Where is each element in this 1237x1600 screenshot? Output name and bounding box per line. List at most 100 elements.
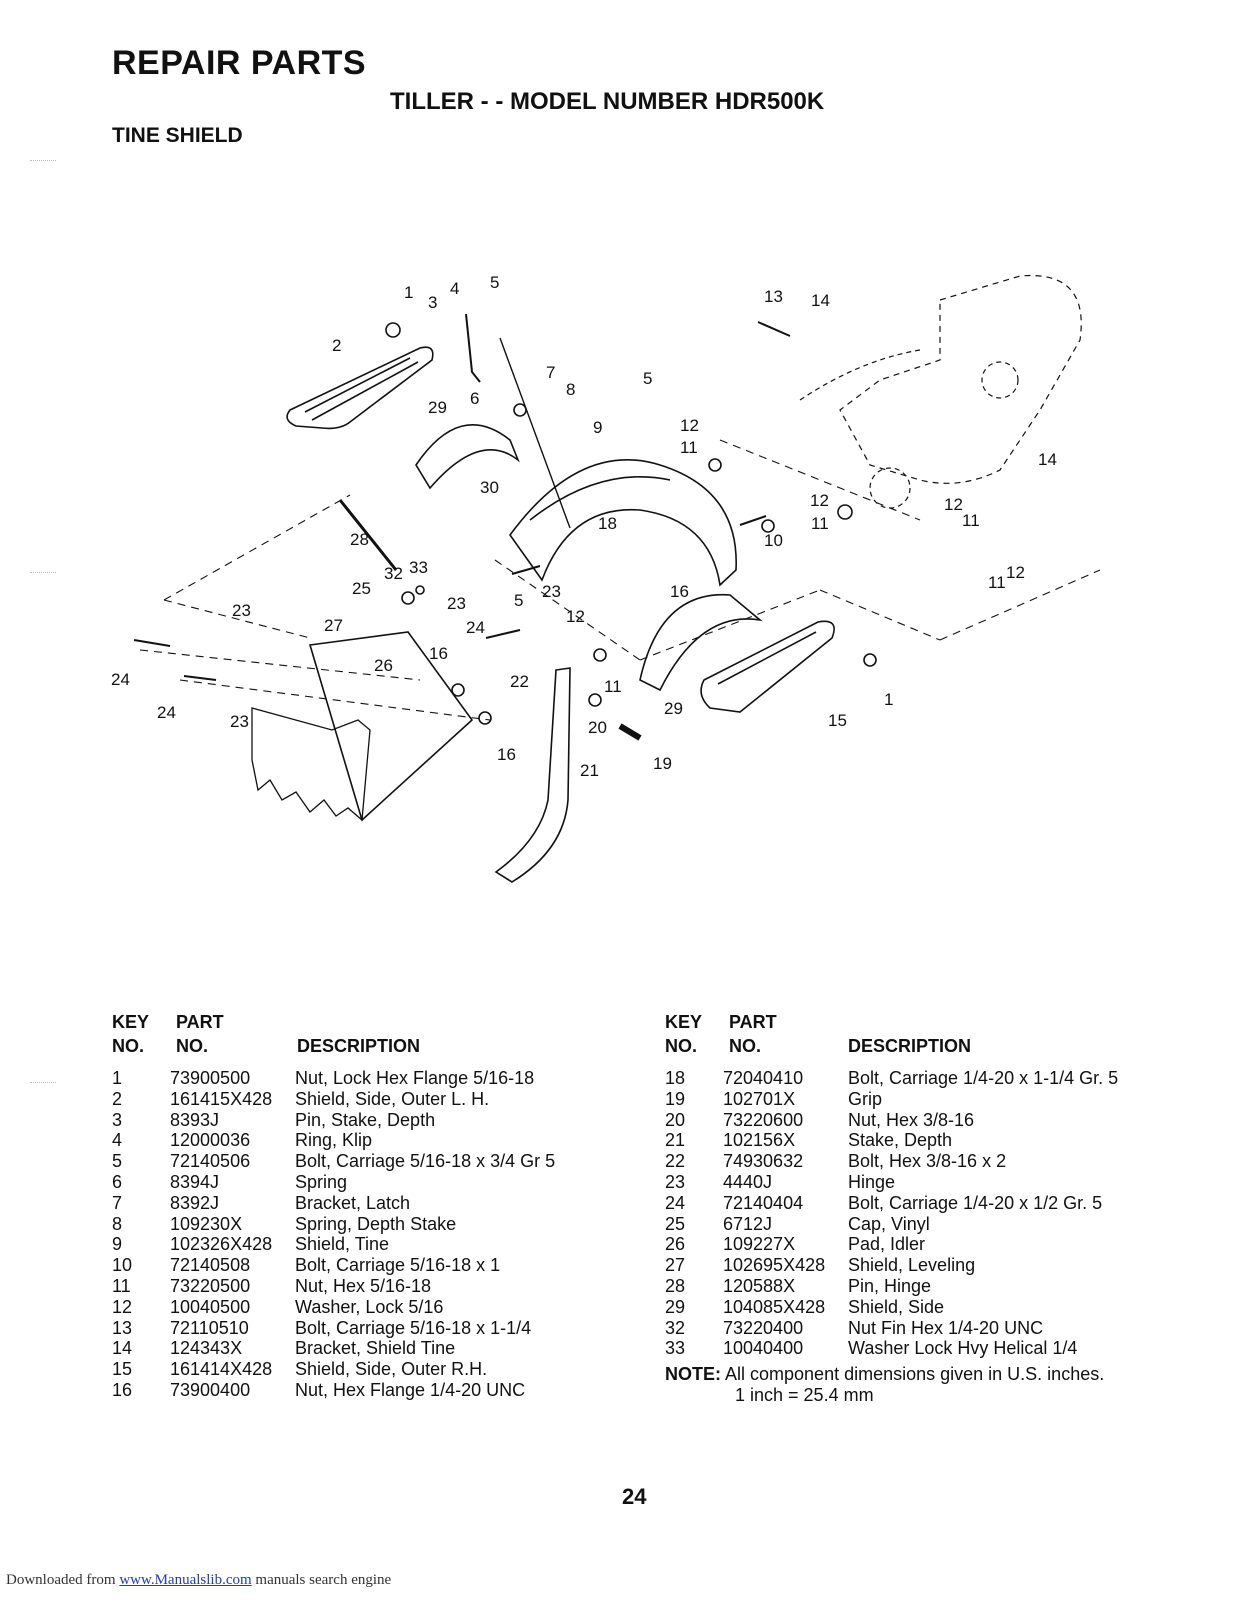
footer-suffix: manuals search engine — [251, 1572, 392, 1588]
callout: 25 — [352, 579, 371, 598]
callout: 1 — [404, 283, 413, 302]
callout: 19 — [653, 754, 672, 773]
callout: 16 — [497, 745, 516, 764]
note-text: All component dimensions given in U.S. i… — [725, 1364, 1105, 1384]
callout: 5 — [490, 273, 499, 292]
part-number: 102695X428 — [723, 1255, 826, 1276]
callout: 12 — [944, 495, 963, 514]
callout: 5 — [643, 369, 652, 388]
key-number: 20 — [665, 1109, 686, 1130]
key-number: 16 — [112, 1379, 133, 1400]
callout: 33 — [409, 558, 428, 577]
callout: 23 — [447, 594, 466, 613]
tine-shield — [509, 458, 737, 587]
part-description: Cap, Vinyl — [848, 1213, 930, 1234]
callout: 5 — [514, 591, 523, 610]
part-description: Nut, Lock Hex Flange 5/16-18 — [295, 1068, 535, 1088]
part-header: PART — [729, 1012, 777, 1032]
callout: 24 — [111, 670, 130, 689]
part-number: 72110510 — [170, 1317, 249, 1338]
part-number: 6712J — [723, 1213, 773, 1234]
part-description: Spring, Depth Stake — [295, 1213, 457, 1234]
key-number: 12 — [112, 1296, 133, 1317]
key-number: 15 — [112, 1359, 133, 1380]
callout: 27 — [324, 616, 343, 635]
depth-stake — [494, 667, 571, 883]
part-description: Pad, Idler — [848, 1234, 926, 1255]
description-header: DESCRIPTION — [297, 1036, 421, 1056]
key-number: 28 — [665, 1275, 686, 1296]
part-number: 109230X — [170, 1213, 243, 1234]
tiller-frame-outline — [839, 274, 1082, 484]
part-number: 72140404 — [723, 1192, 804, 1213]
key-number: 22 — [665, 1151, 686, 1172]
callout: 12 — [1006, 563, 1025, 582]
part-description: Grip — [848, 1088, 883, 1109]
key-number: 32 — [665, 1317, 686, 1338]
callout: 11 — [604, 677, 622, 696]
part-number: 104085X428 — [723, 1296, 826, 1317]
outer-shield-right — [700, 620, 835, 713]
key-number: 25 — [665, 1213, 686, 1234]
side-shield-left — [415, 424, 520, 490]
exploded-parts-diagram: 1 2 3 4 5 6 7 8 5 9 29 30 18 12 11 13 14… — [111, 273, 1100, 883]
part-description: Bracket, Latch — [295, 1192, 411, 1213]
callout: 4 — [450, 279, 459, 298]
key-number: 11 — [112, 1275, 131, 1296]
part-description: Nut Fin Hex 1/4-20 UNC — [848, 1317, 1044, 1338]
callout: 12 — [810, 491, 829, 510]
callout: 3 — [428, 293, 437, 312]
callout: 12 — [566, 607, 585, 626]
key-number: 24 — [665, 1192, 686, 1213]
key-number: 26 — [665, 1234, 686, 1255]
key-number: 33 — [665, 1338, 686, 1359]
key-number: 5 — [112, 1151, 123, 1172]
part-description: Nut, Hex Flange 1/4-20 UNC — [295, 1379, 526, 1400]
part-number: 72040410 — [723, 1068, 804, 1088]
manualslib-link[interactable]: www.Manualslib.com — [119, 1572, 252, 1588]
part-number: 73900500 — [170, 1068, 251, 1088]
page-title: REPAIR PARTS — [112, 44, 367, 82]
part-number: 73220600 — [723, 1109, 804, 1130]
callout: 16 — [429, 644, 448, 663]
key-number: 1 — [112, 1068, 123, 1088]
part-number: 8393J — [170, 1109, 220, 1130]
callout: 28 — [350, 530, 369, 549]
part-description: Bolt, Carriage 1/4-20 x 1/2 Gr. 5 — [848, 1192, 1103, 1213]
callout: 10 — [764, 531, 783, 550]
outer-shield-left — [286, 346, 434, 430]
download-footer: Downloaded from www.Manualslib.com manua… — [6, 1572, 391, 1589]
key-number: 29 — [665, 1296, 686, 1317]
callout: 11 — [811, 514, 829, 533]
key-header: KEY — [112, 1012, 150, 1032]
key-number: 3 — [112, 1109, 123, 1130]
part-description: Shield, Tine — [295, 1234, 390, 1255]
callout: 22 — [510, 672, 529, 691]
callout: 11 — [962, 511, 980, 530]
diagram-drawing — [133, 274, 1100, 883]
section-title: TINE SHIELD — [112, 124, 243, 147]
callout: 30 — [480, 478, 499, 497]
callout: 23 — [542, 582, 561, 601]
part-description: Bolt, Carriage 5/16-18 x 1-1/4 — [295, 1317, 532, 1338]
part-description: Washer, Lock 5/16 — [295, 1296, 444, 1317]
part-description: Stake, Depth — [848, 1130, 953, 1151]
callout: 1 — [884, 690, 893, 709]
part-description: Bolt, Carriage 5/16-18 x 3/4 Gr 5 — [295, 1151, 556, 1172]
part-number: 102326X428 — [170, 1234, 273, 1255]
description-header: DESCRIPTION — [848, 1036, 972, 1056]
callout: 18 — [598, 514, 617, 533]
part-header: NO. — [176, 1036, 209, 1056]
part-number: 73220400 — [723, 1317, 804, 1338]
key-number: 9 — [112, 1234, 123, 1255]
part-number: 73220500 — [170, 1275, 251, 1296]
callout: 9 — [593, 418, 602, 437]
part-number: 10040400 — [723, 1338, 804, 1359]
callout: 2 — [332, 336, 341, 355]
key-number: 8 — [112, 1213, 123, 1234]
key-number: 21 — [665, 1130, 686, 1151]
part-description: Pin, Stake, Depth — [295, 1109, 436, 1130]
part-number: 8392J — [170, 1192, 220, 1213]
key-number: 2 — [112, 1088, 123, 1109]
side-shield-right — [639, 593, 763, 692]
